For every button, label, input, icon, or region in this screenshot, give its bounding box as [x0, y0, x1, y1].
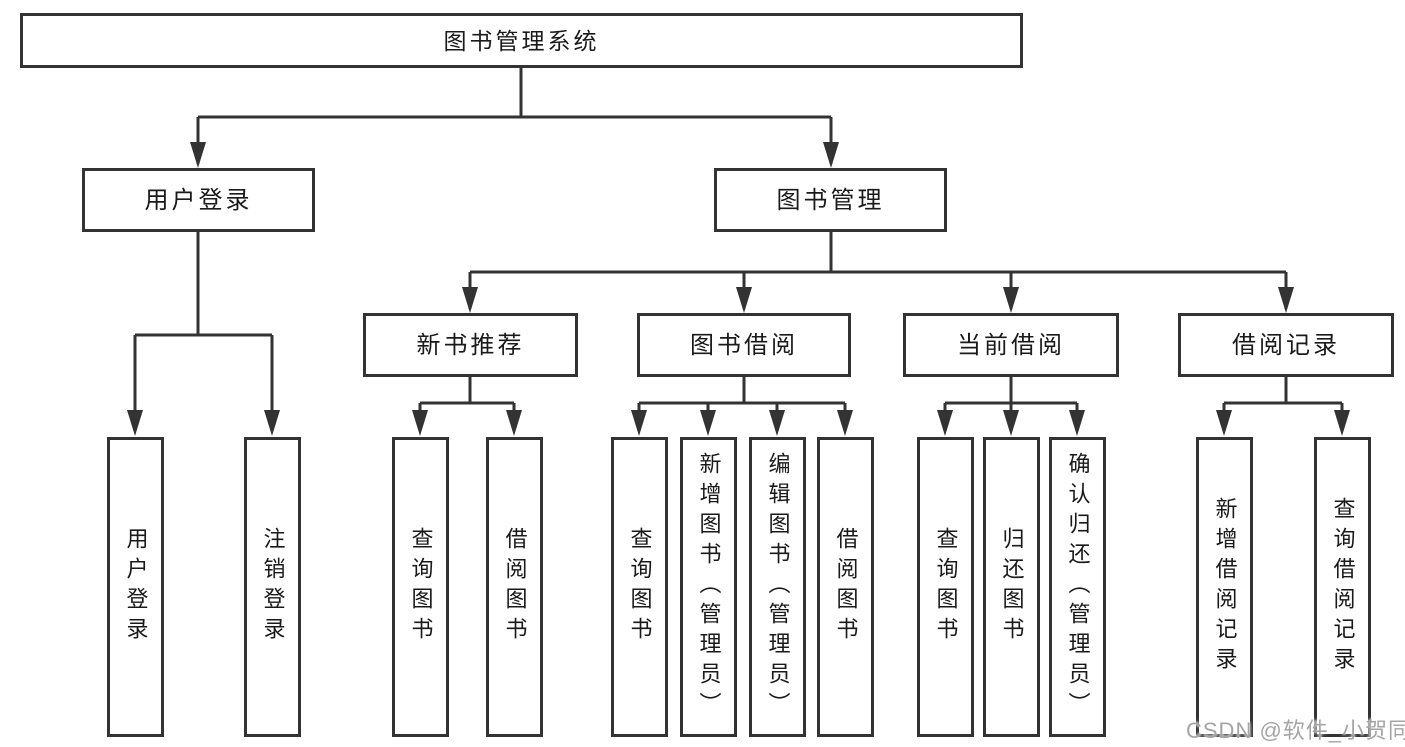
node-leaf-confirm-return-admin-label: 确认归还（管理员）: [1065, 452, 1091, 722]
node-leaf-borrow-books-borrowing-label: 借阅图书: [833, 527, 859, 647]
node-leaf-add-book-admin: 新增图书（管理员）: [680, 437, 737, 737]
node-leaf-edit-book-admin-label: 编辑图书（管理员）: [765, 452, 791, 722]
edge-bookmgmt-to-level3: [468, 232, 1288, 309]
node-leaf-add-book-admin-label: 新增图书（管理员）: [696, 452, 722, 722]
node-leaf-query-books-borrowing: 查询图书: [611, 437, 668, 737]
node-user-login: 用户登录: [82, 168, 315, 232]
edge-userlogin-to-leaves: [133, 232, 274, 430]
node-leaf-query-books-borrowing-label: 查询图书: [627, 527, 653, 647]
node-current-borrowing: 当前借阅: [903, 313, 1119, 377]
node-root-label: 图书管理系统: [443, 28, 600, 54]
node-leaf-return-book: 归还图书: [983, 437, 1040, 737]
node-book-borrowing-label: 图书借阅: [690, 332, 798, 359]
node-book-management: 图书管理: [714, 168, 947, 232]
edge-bookborrow-to-leaves: [637, 377, 847, 430]
node-borrowing-records-label: 借阅记录: [1232, 332, 1340, 359]
node-leaf-add-borrow-record-label: 新增借阅记录: [1212, 497, 1238, 677]
edge-borrowrecords-to-leaves: [1222, 377, 1344, 430]
node-new-book-recommendation: 新书推荐: [363, 313, 578, 377]
node-new-book-recommendation-label: 新书推荐: [416, 332, 525, 359]
node-leaf-query-borrow-record-label: 查询借阅记录: [1330, 497, 1356, 677]
node-leaf-borrow-books-borrowing: 借阅图书: [817, 437, 874, 737]
node-leaf-logout: 注销登录: [244, 437, 301, 737]
node-leaf-return-book-label: 归还图书: [999, 527, 1025, 647]
edge-root-to-level2: [196, 68, 833, 164]
node-user-login-label: 用户登录: [144, 187, 253, 214]
node-leaf-borrow-books-newbooks-label: 借阅图书: [502, 527, 528, 647]
node-leaf-query-books-newbooks: 查询图书: [392, 437, 449, 737]
node-leaf-query-borrow-record: 查询借阅记录: [1314, 437, 1371, 737]
node-leaf-logout-label: 注销登录: [260, 527, 286, 647]
node-leaf-user-login: 用户登录: [107, 437, 164, 737]
csdn-watermark: CSDN @软件_小贺同学: [1186, 718, 1405, 743]
node-leaf-confirm-return-admin: 确认归还（管理员）: [1049, 437, 1106, 737]
node-leaf-borrow-books-newbooks: 借阅图书: [486, 437, 543, 737]
edge-currentborrow-to-leaves: [943, 377, 1079, 430]
node-leaf-query-books-newbooks-label: 查询图书: [408, 527, 434, 647]
node-book-borrowing: 图书借阅: [637, 313, 851, 377]
node-current-borrowing-label: 当前借阅: [957, 332, 1065, 359]
edge-newbooks-to-leaves: [418, 377, 516, 430]
node-leaf-edit-book-admin: 编辑图书（管理员）: [749, 437, 806, 737]
node-book-management-label: 图书管理: [776, 187, 885, 214]
node-leaf-query-books-current-label: 查询图书: [933, 527, 959, 647]
node-leaf-user-login-label: 用户登录: [123, 527, 149, 647]
node-leaf-add-borrow-record: 新增借阅记录: [1196, 437, 1253, 737]
node-root-library-management-system: 图书管理系统: [20, 13, 1023, 68]
node-leaf-query-books-current: 查询图书: [917, 437, 974, 737]
node-borrowing-records: 借阅记录: [1178, 313, 1394, 377]
